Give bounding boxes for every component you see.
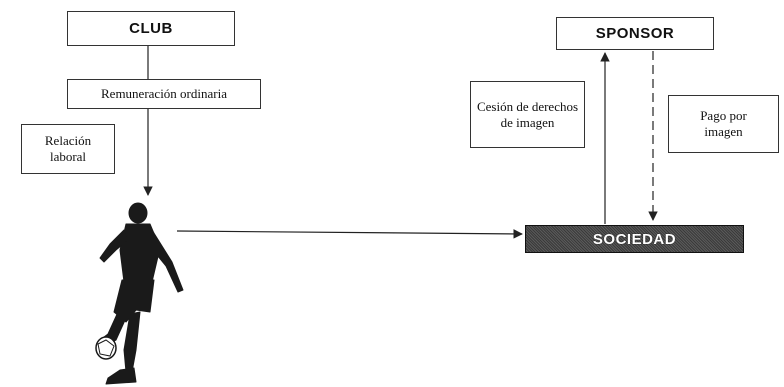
sponsor-node: SPONSOR xyxy=(556,17,714,50)
pago-label-line-2: imagen xyxy=(704,124,743,139)
relacion-label-line-2: laboral xyxy=(49,149,87,164)
pago-label-line-1: Pago por xyxy=(700,108,747,123)
sponsor-label: SPONSOR xyxy=(595,25,675,42)
cesion-label-line-2: de imagen xyxy=(500,114,555,130)
club-node: CLUB xyxy=(67,11,235,46)
sociedad-label: SOCIEDAD xyxy=(592,230,677,248)
club-label: CLUB xyxy=(129,20,173,37)
remuneracion-label: Remuneración ordinaria xyxy=(101,86,227,101)
cesion-label-line-1: Cesión de derechos xyxy=(476,98,579,114)
player-to-sociedad-arrow xyxy=(176,229,523,239)
pago-imagen-node: Pago por imagen xyxy=(668,95,779,153)
relacion-label-line-1: Relación xyxy=(44,133,92,148)
remuneracion-node: Remuneración ordinaria xyxy=(67,79,261,109)
sociedad-node: SOCIEDAD xyxy=(525,225,744,253)
cesion-derechos-node: Cesión de derechos de imagen xyxy=(470,81,585,148)
relacion-laboral-node: Relación laboral xyxy=(21,124,115,174)
